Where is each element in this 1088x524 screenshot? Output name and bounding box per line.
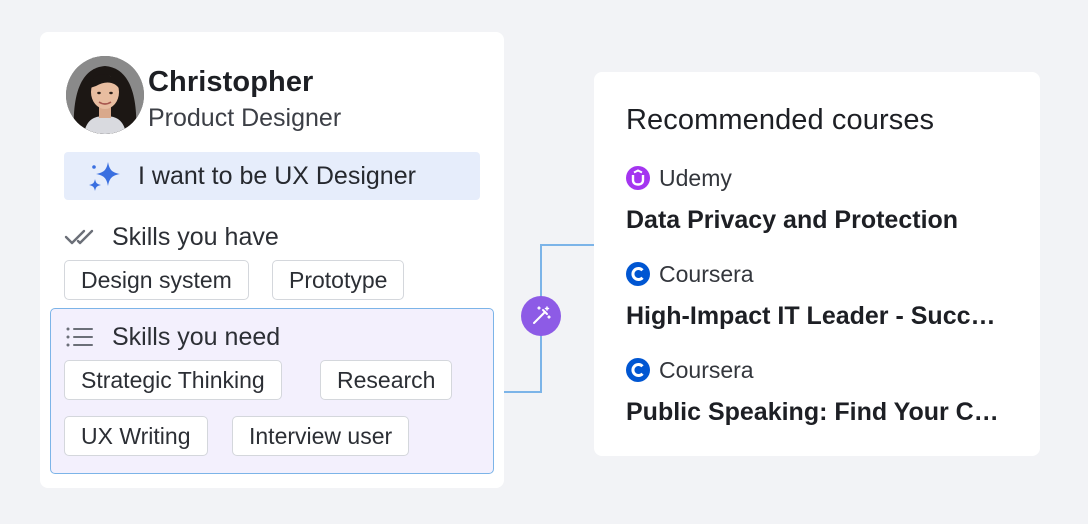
skill-chip-design-system[interactable]: Design system bbox=[64, 260, 249, 300]
provider-name: Udemy bbox=[659, 164, 732, 191]
course-title-link[interactable]: Data Privacy and Protection bbox=[626, 206, 959, 234]
coursera-logo-icon bbox=[626, 262, 650, 286]
person-name: Christopher bbox=[148, 66, 314, 98]
skill-chip-strategic-thinking[interactable]: Strategic Thinking bbox=[64, 360, 282, 400]
person-role: Product Designer bbox=[148, 104, 342, 132]
courses-title: Recommended courses bbox=[626, 104, 935, 136]
course-title-link[interactable]: Public Speaking: Find Your Confident Voi… bbox=[626, 398, 1010, 426]
course-title-link[interactable]: High-Impact IT Leader - Success in the D… bbox=[626, 302, 1004, 330]
udemy-logo-icon bbox=[626, 166, 650, 190]
provider-name: Coursera bbox=[659, 260, 754, 287]
magic-wand-icon bbox=[533, 306, 551, 324]
profile-card: Christopher Product Designer I want to b… bbox=[40, 32, 504, 488]
skill-chip-prototype[interactable]: Prototype bbox=[272, 260, 405, 300]
course-provider-coursera: Coursera bbox=[626, 356, 754, 384]
career-goal-banner[interactable]: I want to be UX Designer bbox=[64, 152, 480, 200]
list-icon bbox=[66, 327, 93, 347]
avatar-image bbox=[66, 56, 144, 134]
skill-chip-interview-user[interactable]: Interview user bbox=[232, 416, 410, 456]
skills-need-label: Skills you need bbox=[112, 322, 281, 351]
skills-have-heading: Skills you have bbox=[64, 221, 279, 253]
course-provider-udemy: Udemy bbox=[626, 164, 732, 192]
skills-have-label: Skills you have bbox=[112, 222, 279, 251]
course-provider-coursera: Coursera bbox=[626, 260, 754, 288]
coursera-logo-icon bbox=[626, 358, 650, 382]
ai-recommend-button[interactable] bbox=[521, 296, 561, 336]
avatar[interactable] bbox=[66, 56, 144, 134]
double-check-icon bbox=[64, 229, 94, 245]
skill-chip-research[interactable]: Research bbox=[320, 360, 453, 400]
provider-name: Coursera bbox=[659, 356, 754, 383]
recommended-courses-card: Recommended courses Udemy Data Privacy a… bbox=[594, 72, 1040, 456]
skills-need-heading: Skills you need bbox=[64, 321, 280, 353]
skill-chip-ux-writing[interactable]: UX Writing bbox=[64, 416, 208, 456]
sparkle-icon bbox=[89, 162, 120, 191]
career-goal-text: I want to be UX Designer bbox=[138, 162, 416, 190]
